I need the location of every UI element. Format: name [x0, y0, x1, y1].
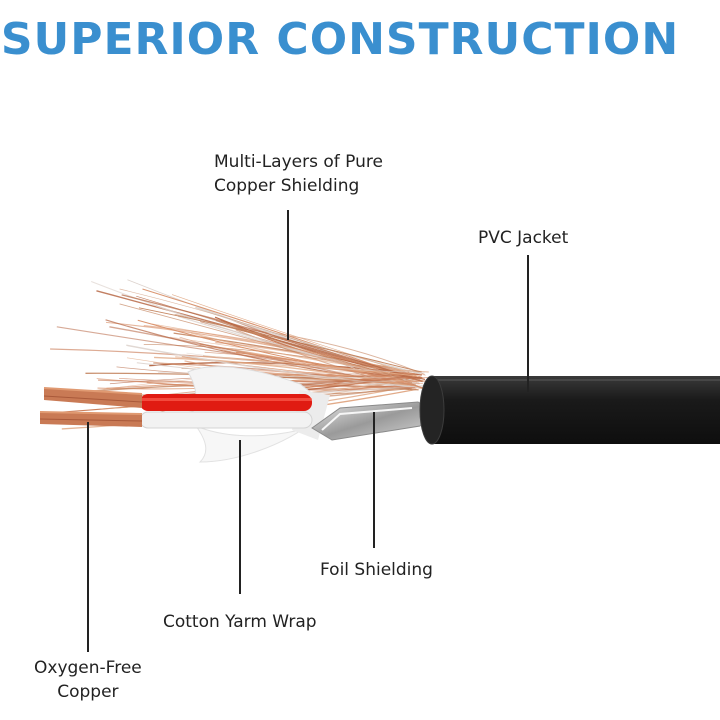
copper-strand: [202, 355, 421, 378]
copper-strand: [169, 336, 426, 376]
label-oxygen-free-copper-line1: Oxygen-Free: [34, 658, 142, 678]
label-cotton-wrap: Cotton Yarm Wrap: [163, 612, 317, 632]
copper-strand: [138, 307, 422, 373]
copper-strand: [121, 294, 423, 383]
red-conductor-insulation: [140, 394, 312, 411]
copper-strand: [215, 341, 422, 389]
foil-shielding: [311, 401, 433, 441]
copper-strand: [184, 360, 415, 377]
label-copper-shielding: Multi-Layers of Pure Copper Shielding: [214, 150, 383, 198]
label-oxygen-free-copper: Oxygen-Free Copper: [34, 656, 142, 704]
copper-strand: [190, 332, 429, 373]
copper-strand: [186, 352, 425, 373]
copper-strand: [119, 288, 424, 390]
inner-conductors: [39, 387, 313, 429]
label-pvc-jacket: PVC Jacket: [478, 228, 569, 248]
oxygen-free-copper-ends: [39, 387, 143, 427]
label-foil-shielding: Foil Shielding: [320, 560, 433, 580]
pvc-jacket: [419, 375, 720, 445]
white-conductor-insulation: [139, 411, 313, 429]
copper-strand: [171, 294, 424, 379]
label-copper-shielding-line1: Multi-Layers of Pure: [214, 152, 383, 172]
copper-strand: [142, 288, 410, 378]
label-oxygen-free-copper-line2: Copper: [57, 682, 119, 702]
page-title: SUPERIOR CONSTRUCTION: [0, 14, 680, 65]
copper-strand: [244, 328, 425, 375]
label-copper-shielding-line2: Copper Shielding: [214, 176, 360, 196]
